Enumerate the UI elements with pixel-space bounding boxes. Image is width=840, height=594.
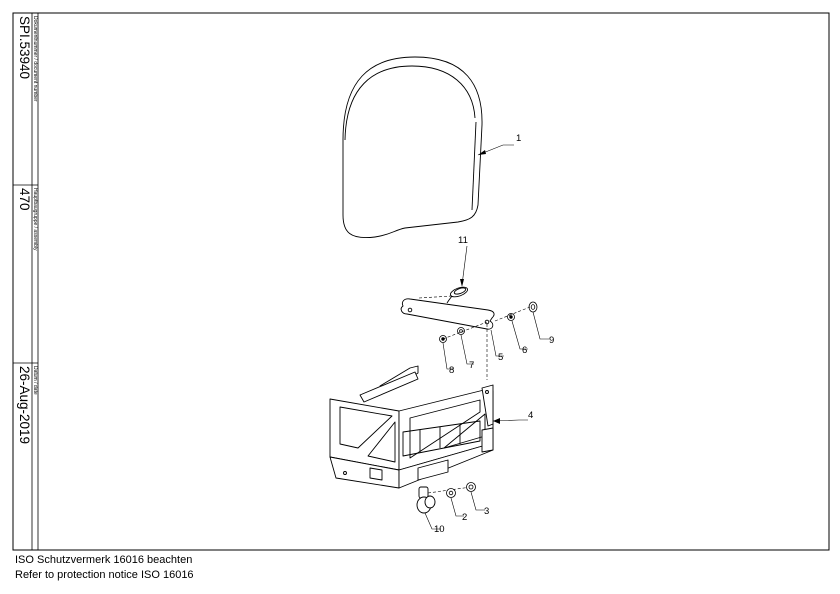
part-cover-hood: [342, 56, 483, 239]
assembly-number: 470: [17, 188, 32, 211]
document-date: 26-Aug-2019: [17, 366, 32, 445]
date-label: Datum / date: [32, 366, 38, 395]
protection-notice-de: ISO Schutzvermerk 16016 beachten: [15, 554, 193, 566]
assembly-label: Hauptbaugruppe / assembly: [32, 188, 38, 251]
part-washer-2: [446, 488, 456, 498]
drawing-frame: [12, 12, 830, 551]
document-number-label: Dokumentnummer / document number: [32, 16, 38, 102]
part-screw-9: [528, 301, 538, 313]
callout-4: 4: [528, 410, 533, 421]
callout-arrowheads: [460, 150, 500, 424]
callout-7: 7: [469, 360, 474, 371]
callout-10: 10: [434, 524, 445, 535]
callout-11: 11: [458, 235, 468, 246]
part-cable-tie: [446, 286, 469, 304]
callout-labels: 1 11 5 6 9 7 8 4 3 2 10: [434, 133, 554, 535]
callout-leaders: [424, 144, 549, 530]
part-nut-3: [466, 482, 476, 492]
document-number: SPI.53940: [17, 16, 32, 80]
callout-1: 1: [516, 133, 521, 144]
callout-6: 6: [522, 345, 527, 356]
protection-notice-en: Refer to protection notice ISO 16016: [15, 569, 194, 581]
callout-2: 2: [462, 512, 467, 523]
callout-5: 5: [498, 352, 503, 363]
callout-8: 8: [449, 365, 454, 376]
part-mounting-bar: [400, 298, 495, 330]
callout-9: 9: [549, 335, 554, 346]
part-bracket-frame: [329, 365, 494, 489]
callout-3: 3: [484, 506, 489, 517]
part-knob: [416, 486, 436, 514]
